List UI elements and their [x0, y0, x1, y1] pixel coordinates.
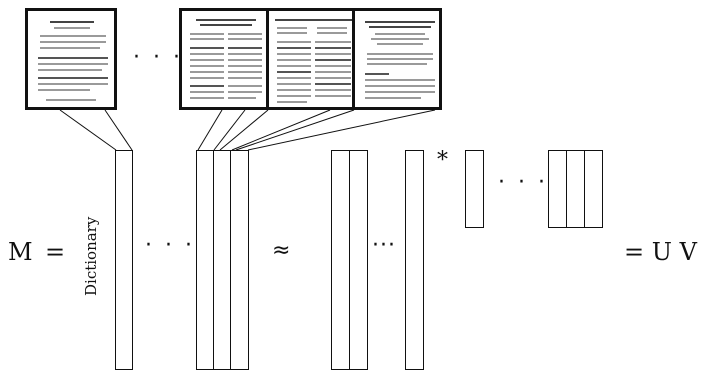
connector-line	[236, 110, 354, 150]
approx-sign: ≈	[272, 240, 290, 262]
matrix-u-column	[405, 150, 424, 370]
matrix-v-column	[584, 150, 603, 228]
matrix-u-column	[349, 150, 368, 370]
matrix-m-column	[196, 150, 214, 370]
connector-line	[232, 110, 330, 150]
equals-sign: =	[45, 240, 65, 264]
connector-line	[60, 110, 116, 150]
paper-thumbnail-2	[179, 8, 270, 110]
matrix-u-column	[331, 150, 350, 370]
paper-thumbnail-3	[266, 8, 356, 110]
dictionary-label: Dictionary	[84, 217, 99, 296]
multiply-sign: *	[437, 150, 448, 172]
matrix-v-column	[548, 150, 567, 228]
matrix-u-ellipsis: ···	[372, 235, 396, 257]
connector-line	[105, 110, 132, 150]
papers-ellipsis: · · ·	[133, 47, 183, 69]
result-label: = U V	[624, 240, 697, 264]
matrix-v-column	[465, 150, 484, 228]
connector-line	[220, 110, 268, 150]
paper-thumbnail-1	[25, 8, 117, 110]
matrix-m-label: M	[8, 240, 33, 264]
matrix-v-column	[566, 150, 585, 228]
connector-line	[248, 110, 435, 150]
matrix-m-column	[213, 150, 231, 370]
matrix-m-ellipsis: · · ·	[145, 235, 195, 257]
matrix-v-ellipsis: · · ·	[498, 172, 548, 194]
matrix-m-column	[115, 150, 133, 370]
paper-thumbnail-4	[352, 8, 442, 110]
matrix-m-column	[230, 150, 249, 370]
